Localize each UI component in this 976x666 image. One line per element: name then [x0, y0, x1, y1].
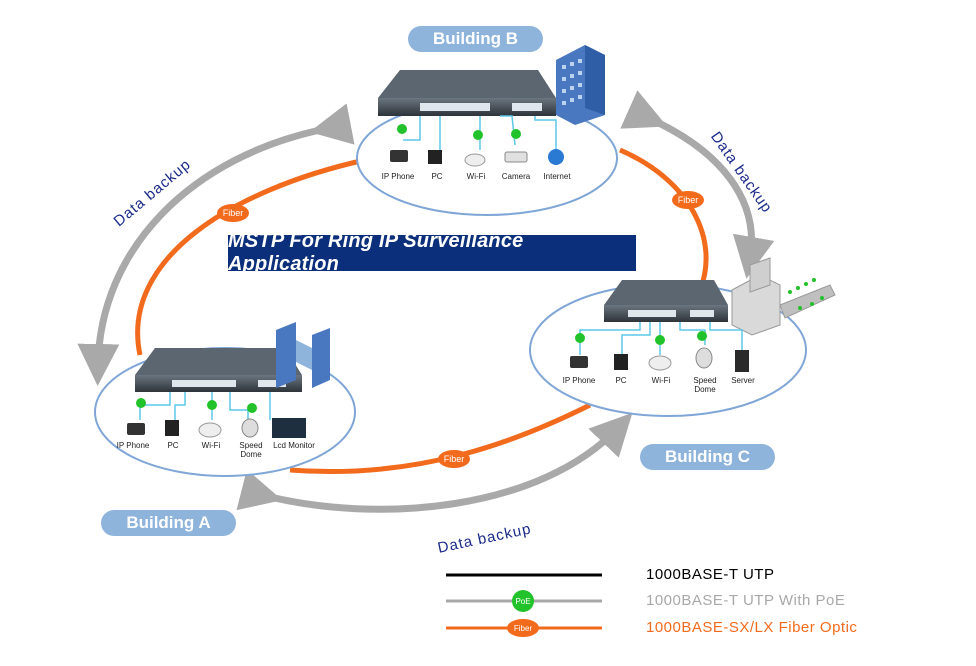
- device-label: PC: [431, 172, 443, 181]
- devices-c: [570, 347, 749, 372]
- devices-b: [390, 149, 564, 167]
- device-label: IP Phone: [116, 441, 150, 450]
- backup-arrow-bottom: [236, 412, 633, 513]
- device-label: PC: [167, 441, 179, 450]
- building-b-label: Building B: [408, 26, 543, 52]
- device-label: Lcd Monitor: [273, 441, 315, 450]
- pc-icon: [614, 354, 628, 370]
- backup-arrow-left: [77, 103, 355, 386]
- server-icon: [735, 350, 749, 372]
- ip-phone-icon: [390, 150, 408, 162]
- device-label: Wi-Fi: [201, 441, 221, 450]
- internet-icon: [548, 149, 564, 165]
- pc-icon: [165, 420, 179, 436]
- device-links-a: [139, 392, 271, 420]
- switch-a: [135, 348, 302, 392]
- wifi-icon: [648, 355, 672, 371]
- ip-phone-icon: [127, 423, 145, 435]
- svg-text:Fiber: Fiber: [514, 624, 533, 633]
- switch-c: [604, 280, 728, 322]
- speed-dome-icon: [241, 418, 259, 438]
- pc-icon: [428, 150, 442, 164]
- device-label: Camera: [501, 172, 531, 181]
- legend-utp-label: 1000BASE-T UTP: [646, 566, 775, 583]
- devices-a: [127, 418, 306, 438]
- building-a-label: Building A: [101, 510, 236, 536]
- backup-arrows: [77, 90, 775, 513]
- legend-poe-label: 1000BASE-T UTP With PoE: [646, 592, 846, 609]
- device-label: IP Phone: [381, 172, 415, 181]
- backup-arrow-right: [620, 90, 775, 279]
- svg-text:Fiber: Fiber: [678, 195, 699, 205]
- lcd-monitor-icon: [272, 418, 306, 438]
- wifi-icon: [198, 422, 222, 438]
- diagram-title: MSTP For Ring IP Surveillance Applicatio…: [228, 230, 636, 275]
- wifi-icon: [464, 153, 486, 167]
- svg-text:Fiber: Fiber: [223, 208, 244, 218]
- ip-phone-icon: [570, 356, 588, 368]
- device-label: Wi-Fi: [466, 172, 486, 181]
- device-label: Speed Dome: [239, 441, 263, 459]
- legend-lines: PoE Fiber: [446, 573, 602, 637]
- device-label: Server: [731, 376, 755, 385]
- legend-fiber-label: 1000BASE-SX/LX Fiber Optic: [646, 619, 858, 636]
- camera-icon: [504, 151, 528, 163]
- fiber-badge-b-c: Fiber: [672, 191, 704, 209]
- device-label: Wi-Fi: [651, 376, 671, 385]
- device-label: IP Phone: [562, 376, 596, 385]
- fiber-badge-b-a: Fiber: [217, 204, 249, 222]
- speed-dome-icon: [695, 347, 713, 369]
- device-label: PC: [615, 376, 627, 385]
- svg-text:PoE: PoE: [515, 597, 530, 606]
- fiber-badge-a-c: Fiber: [438, 450, 470, 468]
- switch-b: [378, 70, 556, 116]
- device-label: Internet: [543, 172, 571, 181]
- office-tower-icon: [556, 45, 605, 125]
- device-label: Speed Dome: [693, 376, 717, 394]
- svg-text:Fiber: Fiber: [444, 454, 465, 464]
- poe-markers: [136, 124, 707, 413]
- office-complex-icon: [276, 322, 330, 388]
- building-c-label: Building C: [640, 444, 775, 470]
- factory-icon: [731, 257, 836, 336]
